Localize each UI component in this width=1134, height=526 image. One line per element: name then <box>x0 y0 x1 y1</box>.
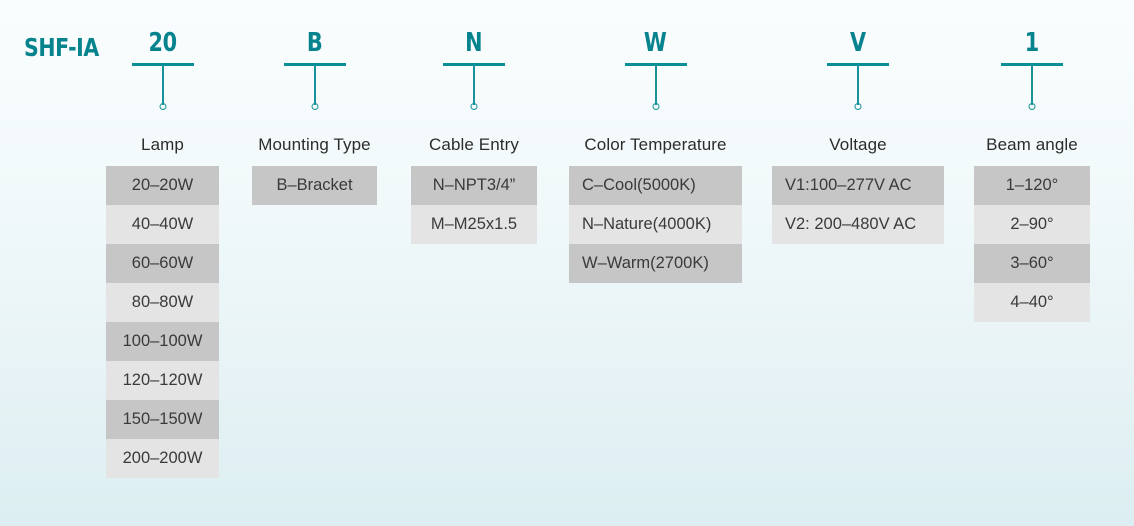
option-item[interactable]: 1–120° <box>974 166 1090 205</box>
option-item[interactable]: 4–40° <box>974 283 1090 322</box>
option-item[interactable]: 100–100W <box>106 322 219 361</box>
code-letter-color-temperature-text: W <box>644 28 667 58</box>
option-item[interactable]: 40–40W <box>106 205 219 244</box>
option-list-lamp: 20–20W 40–40W 60–60W 80–80W 100–100W 120… <box>106 166 219 478</box>
option-item[interactable]: V2: 200–480V AC <box>772 205 944 244</box>
connector-stem-icon <box>857 66 859 105</box>
code-letter-color-temperature: W <box>569 28 742 58</box>
option-item[interactable]: N–NPT3/4” <box>411 166 537 205</box>
option-item[interactable]: 80–80W <box>106 283 219 322</box>
code-letter-cable-entry: N <box>411 28 537 58</box>
connector-circle-icon <box>159 103 166 110</box>
code-letter-lamp-text: 20 <box>148 28 177 58</box>
option-item[interactable]: 150–150W <box>106 400 219 439</box>
connector-cable-entry <box>411 63 537 118</box>
connector-bar-icon <box>827 63 889 66</box>
code-letter-lamp: 20 <box>106 28 219 58</box>
option-item[interactable]: 3–60° <box>974 244 1090 283</box>
code-letter-beam-angle: 1 <box>974 28 1090 58</box>
connector-circle-icon <box>652 103 659 110</box>
option-item[interactable]: M–M25x1.5 <box>411 205 537 244</box>
column-title-mounting-type: Mounting Type <box>258 135 371 154</box>
connector-bar-icon <box>443 63 505 66</box>
column-title-color-temperature: Color Temperature <box>584 135 727 154</box>
connector-circle-icon <box>1028 103 1036 110</box>
code-letter-voltage: V <box>772 28 944 58</box>
code-letter-cable-entry-text: N <box>465 28 483 58</box>
option-item[interactable]: V1:100–277V AC <box>772 166 944 205</box>
option-list-voltage: V1:100–277V AC V2: 200–480V AC <box>772 166 944 244</box>
column-title-lamp: Lamp <box>141 135 184 154</box>
option-list-mounting-type: B–Bracket <box>252 166 377 205</box>
connector-beam-angle <box>974 63 1090 118</box>
option-item[interactable]: 20–20W <box>106 166 219 205</box>
connector-stem-icon <box>473 66 475 105</box>
option-item[interactable]: 120–120W <box>106 361 219 400</box>
option-list-color-temperature: C–Cool(5000K) N–Nature(4000K) W–Warm(270… <box>569 166 742 283</box>
connector-circle-icon <box>854 103 862 110</box>
column-title-cable-entry: Cable Entry <box>429 135 519 154</box>
connector-circle-icon <box>311 103 318 110</box>
option-list-cable-entry: N–NPT3/4” M–M25x1.5 <box>411 166 537 244</box>
connector-voltage <box>772 63 944 118</box>
option-list-beam-angle: 1–120° 2–90° 3–60° 4–40° <box>974 166 1090 322</box>
column-title-voltage: Voltage <box>829 135 887 154</box>
code-letter-beam-angle-text: 1 <box>1024 28 1040 58</box>
connector-circle-icon <box>470 103 478 110</box>
option-item[interactable]: 200–200W <box>106 439 219 478</box>
code-letter-voltage-text: V <box>850 28 866 58</box>
option-item[interactable]: 2–90° <box>974 205 1090 244</box>
series-prefix-label: SHF-IA <box>24 33 99 62</box>
code-letter-mounting-type: B <box>252 28 377 58</box>
connector-lamp <box>106 63 219 118</box>
connector-color-temperature <box>569 63 742 118</box>
connector-bar-icon <box>131 63 194 66</box>
code-letter-mounting-type-text: B <box>306 28 323 58</box>
column-title-beam-angle: Beam angle <box>986 135 1078 154</box>
connector-stem-icon <box>1031 66 1033 105</box>
connector-mounting-type <box>252 63 377 118</box>
option-item[interactable]: N–Nature(4000K) <box>569 205 742 244</box>
option-item[interactable]: B–Bracket <box>252 166 377 205</box>
connector-stem-icon <box>313 66 316 105</box>
option-item[interactable]: W–Warm(2700K) <box>569 244 742 283</box>
connector-bar-icon <box>1001 63 1063 66</box>
connector-bar-icon <box>624 63 687 66</box>
connector-stem-icon <box>161 66 164 105</box>
connector-bar-icon <box>283 63 346 66</box>
option-item[interactable]: 60–60W <box>106 244 219 283</box>
option-item[interactable]: C–Cool(5000K) <box>569 166 742 205</box>
connector-stem-icon <box>654 66 657 105</box>
